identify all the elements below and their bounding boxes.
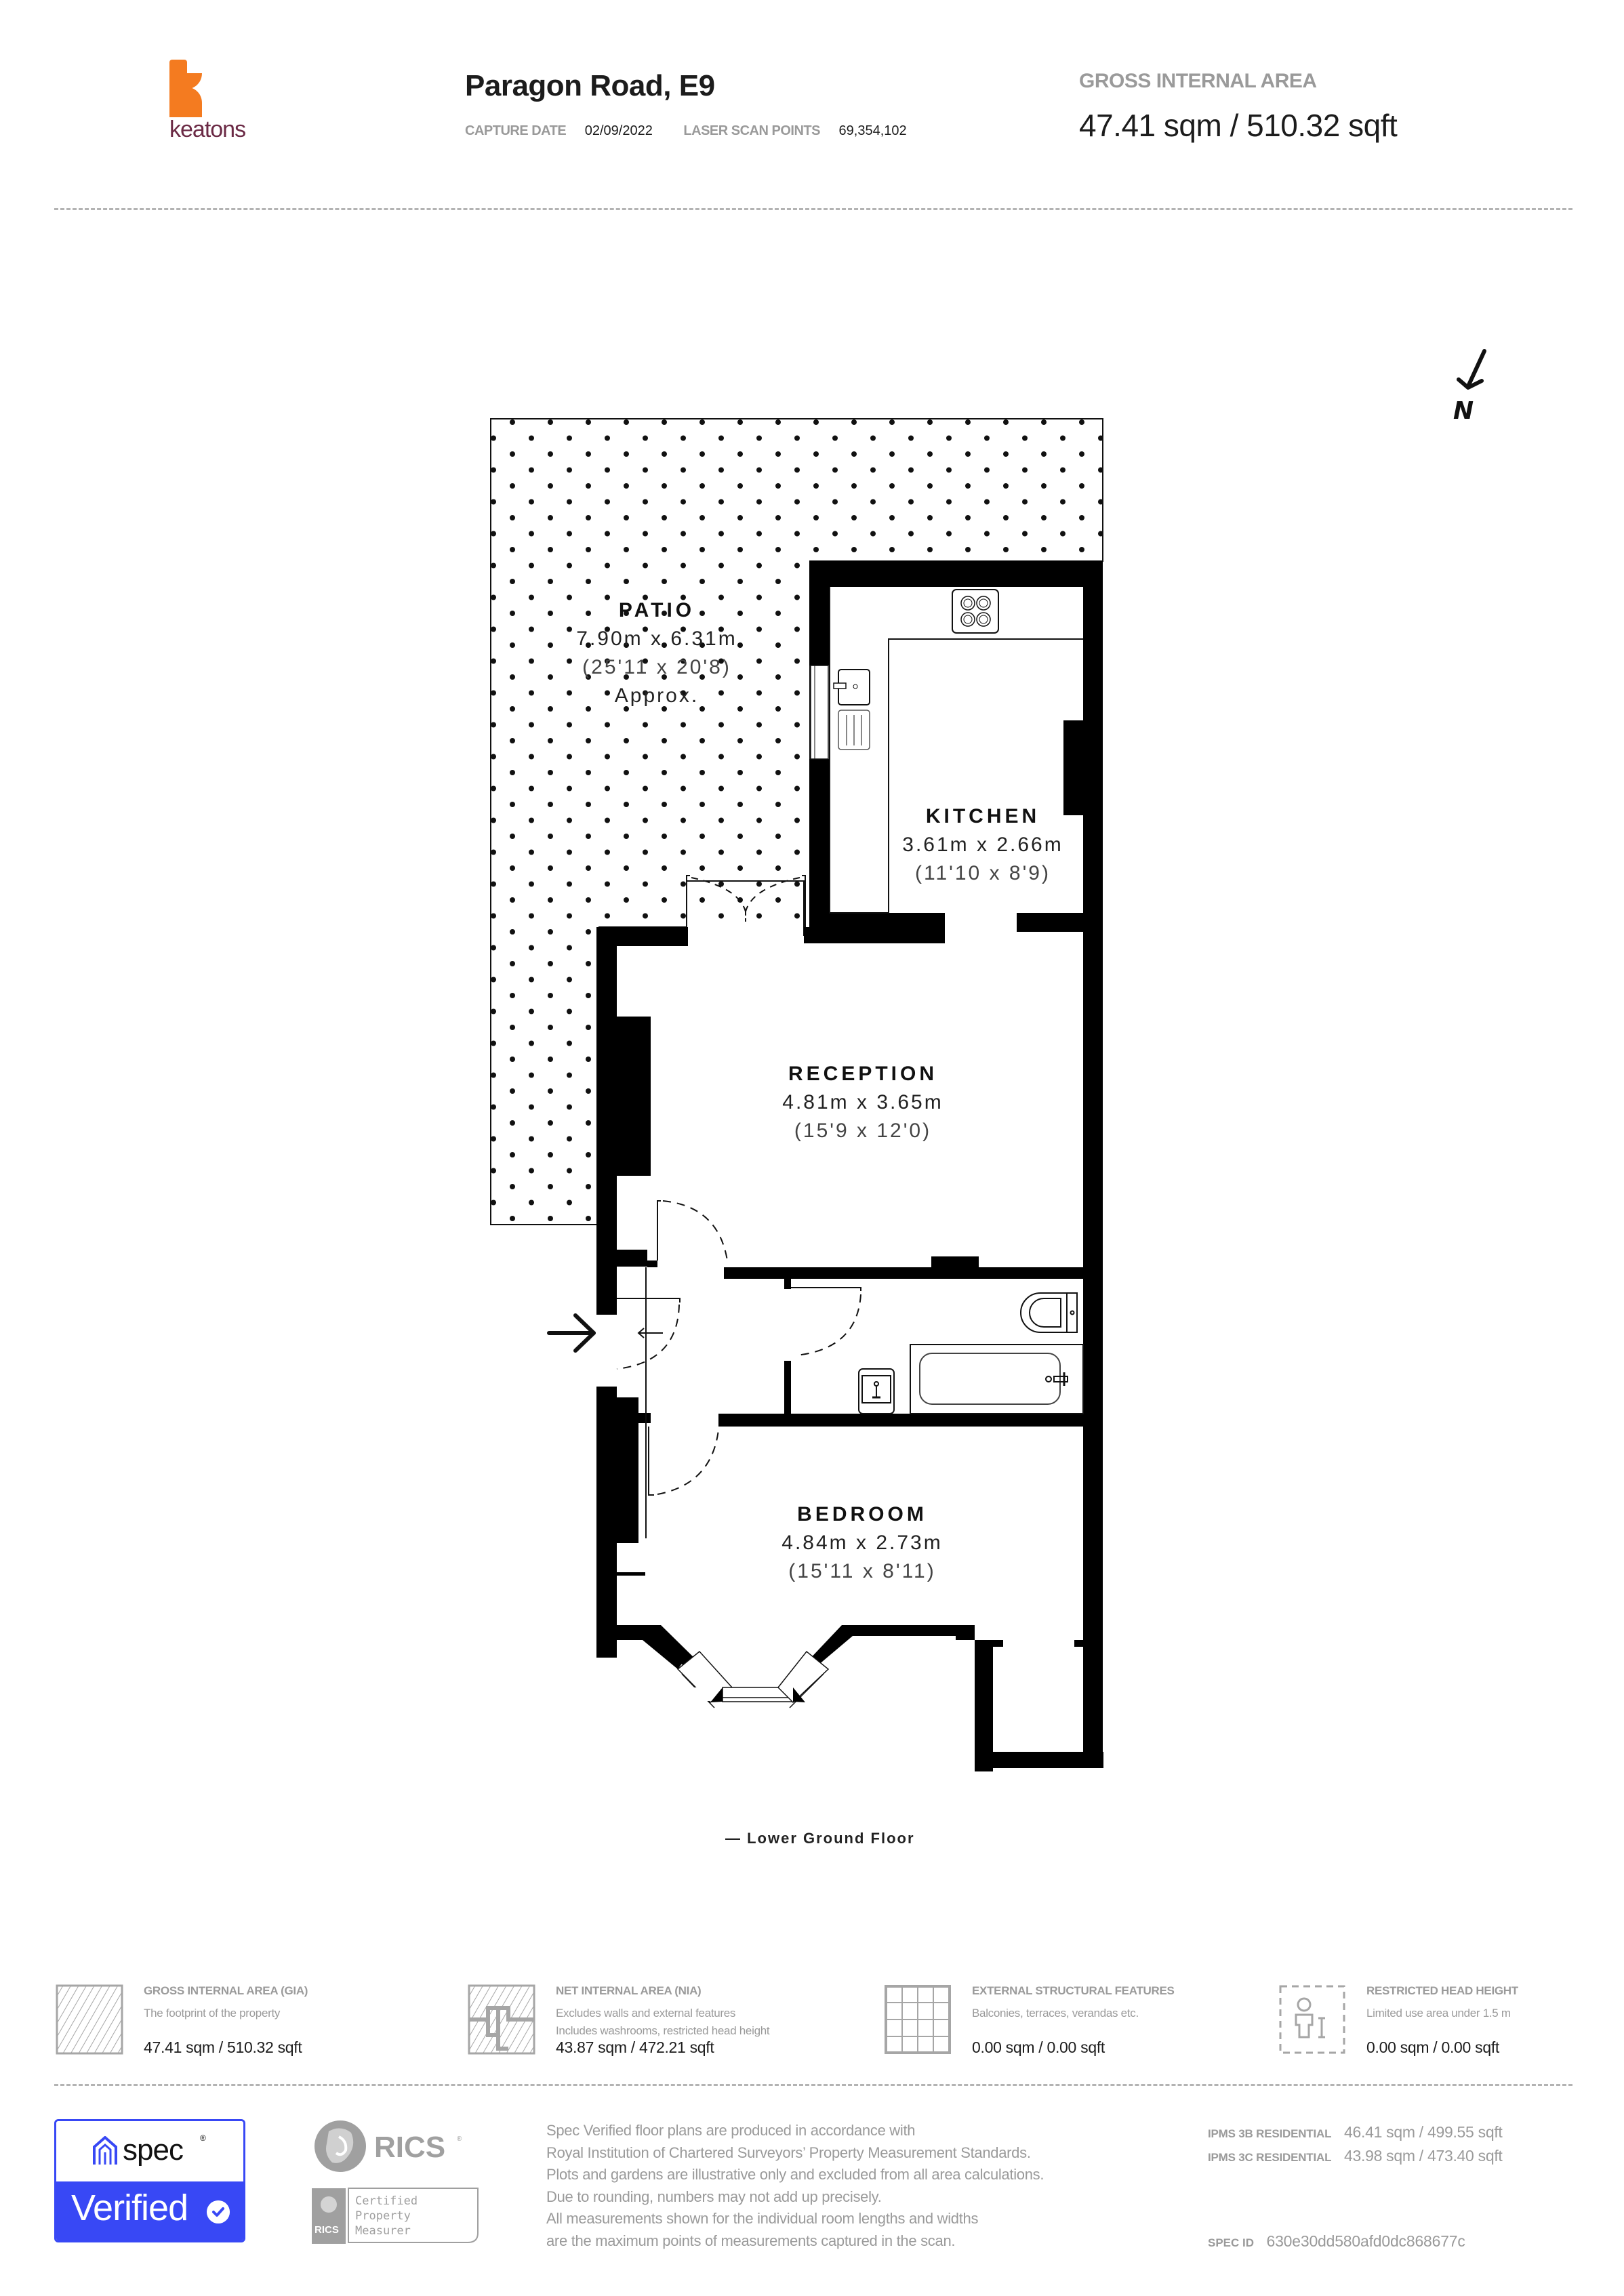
kitchen-name: KITCHEN	[925, 805, 1040, 827]
kitchen-metric: 3.61m x 2.66m	[902, 834, 1063, 856]
disclaimer-line-6: are the maximum points of measurements c…	[546, 2232, 956, 2249]
verified-label: Verified	[71, 2188, 188, 2228]
svg-text:RICS: RICS	[374, 2131, 445, 2164]
spec-id-row: SPEC ID 630e30dd580afd0dc868677c	[1208, 2232, 1465, 2251]
spec-wordmark: spec	[123, 2133, 184, 2167]
laser-scan-label: LASER SCAN POINTS	[683, 123, 820, 138]
spec-id-label: SPEC ID	[1208, 2236, 1255, 2249]
basin-icon	[858, 1368, 895, 1414]
kitchen-imperial: (11'10 x 8'9)	[915, 862, 1051, 884]
patio-approx: Approx.	[614, 684, 699, 707]
bedroom-walls	[596, 1572, 1103, 1771]
spec-house-icon	[93, 2136, 117, 2165]
room-label-bedroom: BEDROOM 4.84m x 2.73m (15'11 x 8'11)	[781, 1503, 942, 1583]
entrance-door	[616, 1267, 681, 1538]
capture-date-value: 02/09/2022	[584, 123, 653, 138]
property-title: Paragon Road, E9	[465, 69, 715, 102]
legend-restricted-desc: Limited use area under 1.5 m	[1366, 2007, 1511, 2020]
rics-certified-badge: RICS Certified Property Measurer	[312, 2188, 479, 2244]
legend-restricted-value: 0.00 sqm / 0.00 sqft	[1366, 2038, 1500, 2056]
bay-corner-blocks	[710, 1687, 805, 1702]
bedroom-metric: 4.84m x 2.73m	[781, 1532, 943, 1554]
entrance-arrow-icon	[547, 1313, 596, 1353]
legend-nia-desc-line-1: Excludes walls and external features	[556, 2007, 736, 2020]
nia-hatch-icon	[468, 1984, 535, 2055]
bathroom-walls	[784, 1279, 791, 1415]
spec-id-value: 630e30dd580afd0dc868677c	[1266, 2232, 1465, 2250]
drainer-icon	[838, 710, 870, 750]
spec-registered-mark: ®	[200, 2133, 206, 2143]
reception-walls	[596, 927, 1083, 1658]
toilet-icon	[1020, 1292, 1078, 1333]
disclaimer-line-5: All measurements shown for the individua…	[546, 2210, 979, 2227]
hob-icon	[952, 589, 999, 634]
kitchen-window	[810, 665, 829, 760]
reception-imperial: (15'9 x 12'0)	[794, 1120, 932, 1142]
bedroom-door	[648, 1427, 719, 1496]
ipms-3b-label: IPMS 3B RESIDENTIAL	[1208, 2127, 1332, 2140]
legend-gia-desc: The footprint of the property	[144, 2007, 281, 2020]
svg-text:®: ®	[457, 2135, 462, 2143]
room-label-reception: RECEPTION 4.81m x 3.65m (15'9 x 12'0)	[782, 1063, 943, 1143]
bathroom-door	[791, 1287, 861, 1356]
bath-icon	[910, 1344, 1084, 1414]
legend-external-desc: Balconies, terraces, verandas etc.	[972, 2007, 1139, 2020]
disclaimer-text: Spec Verified floor plans are produced i…	[546, 2120, 1044, 2252]
reception-metric: 4.81m x 3.65m	[782, 1091, 943, 1113]
ipms-3c-value: 43.98 sqm / 473.40 sqft	[1344, 2147, 1503, 2165]
svg-text:Property: Property	[355, 2209, 411, 2223]
bay-window	[676, 1650, 830, 1708]
rics-logo: RICS ® RICS Certified Property Measurer	[312, 2120, 479, 2244]
legend-nia-title: NET INTERNAL AREA (NIA)	[556, 1984, 702, 1997]
svg-text:Measurer: Measurer	[355, 2224, 411, 2238]
ipms-3c-row: IPMS 3C RESIDENTIAL 43.98 sqm / 473.40 s…	[1208, 2147, 1503, 2165]
room-label-kitchen: KITCHEN 3.61m x 2.66m (11'10 x 8'9)	[902, 805, 1063, 885]
brand-name: keatons	[169, 117, 246, 142]
ipms-3c-label: IPMS 3C RESIDENTIAL	[1208, 2151, 1332, 2164]
legend-gia-value: 47.41 sqm / 510.32 sqft	[144, 2038, 302, 2056]
north-arrow-icon: N	[1453, 349, 1486, 425]
room-label-patio: PATIO 7.90m x 6.31m (25'11 x 20'8) Appro…	[576, 599, 737, 708]
disclaimer-line-4: Due to rounding, numbers may not add up …	[546, 2188, 882, 2205]
legend-nia-value: 43.87 sqm / 472.21 sqft	[556, 2038, 714, 2056]
reception-name: RECEPTION	[788, 1063, 938, 1085]
patio-double-door	[686, 875, 806, 927]
legend-gia-title: GROSS INTERNAL AREA (GIA)	[144, 1984, 308, 1997]
bedroom-name: BEDROOM	[797, 1503, 927, 1525]
patio-imperial: (25'11 x 20'8)	[582, 656, 731, 678]
gia-header-value: 47.41 sqm / 510.32 sqft	[1079, 108, 1398, 143]
laser-scan-value: 69,354,102	[838, 123, 907, 138]
disclaimer-line-1: Spec Verified floor plans are produced i…	[546, 2122, 916, 2139]
reception-door	[657, 1200, 728, 1261]
rics-lion-icon	[314, 2120, 366, 2172]
gia-hatch-icon	[56, 1984, 123, 2055]
legend-restricted-title: RESTRICTED HEAD HEIGHT	[1366, 1984, 1518, 1997]
restricted-height-person-icon	[1279, 1985, 1345, 2054]
svg-text:RICS: RICS	[314, 2224, 339, 2236]
legend-divider	[54, 2084, 1572, 2086]
check-circle-icon	[207, 2200, 230, 2223]
ipms-3b-value: 46.41 sqm / 499.55 sqft	[1344, 2123, 1503, 2141]
legend-external-value: 0.00 sqm / 0.00 sqft	[972, 2038, 1105, 2056]
svg-text:Certified: Certified	[355, 2194, 418, 2208]
legend-external-title: EXTERNAL STRUCTURAL FEATURES	[972, 1984, 1175, 1997]
spec-verified-badge: spec ® Verified	[54, 2119, 245, 2242]
floor-name-caption: — Lower Ground Floor	[725, 1830, 915, 1847]
patio-name: PATIO	[618, 599, 695, 621]
keatons-logo-icon	[169, 60, 202, 117]
svg-text:N: N	[1453, 397, 1474, 425]
legend-nia-desc: Excludes walls and external features Inc…	[556, 2005, 770, 2040]
bedroom-imperial: (15'11 x 8'11)	[788, 1560, 936, 1582]
header-divider	[54, 208, 1572, 210]
capture-date-group: CAPTURE DATE 02/09/2022 LASER SCAN POINT…	[465, 123, 907, 139]
gia-header-label: GROSS INTERNAL AREA	[1079, 70, 1317, 92]
patio-metric: 7.90m x 6.31m	[576, 628, 737, 650]
disclaimer-line-2: Royal Institution of Chartered Surveyors…	[546, 2144, 1031, 2161]
legend-nia-desc-line-2: Includes washrooms, restricted head heig…	[556, 2024, 770, 2037]
ipms-3b-row: IPMS 3B RESIDENTIAL 46.41 sqm / 499.55 s…	[1208, 2123, 1503, 2141]
disclaimer-line-3: Plots and gardens are illustrative only …	[546, 2166, 1044, 2183]
capture-date-label: CAPTURE DATE	[465, 123, 567, 138]
external-grid-icon	[885, 1985, 951, 2054]
kitchen-sink-icon	[833, 669, 870, 705]
